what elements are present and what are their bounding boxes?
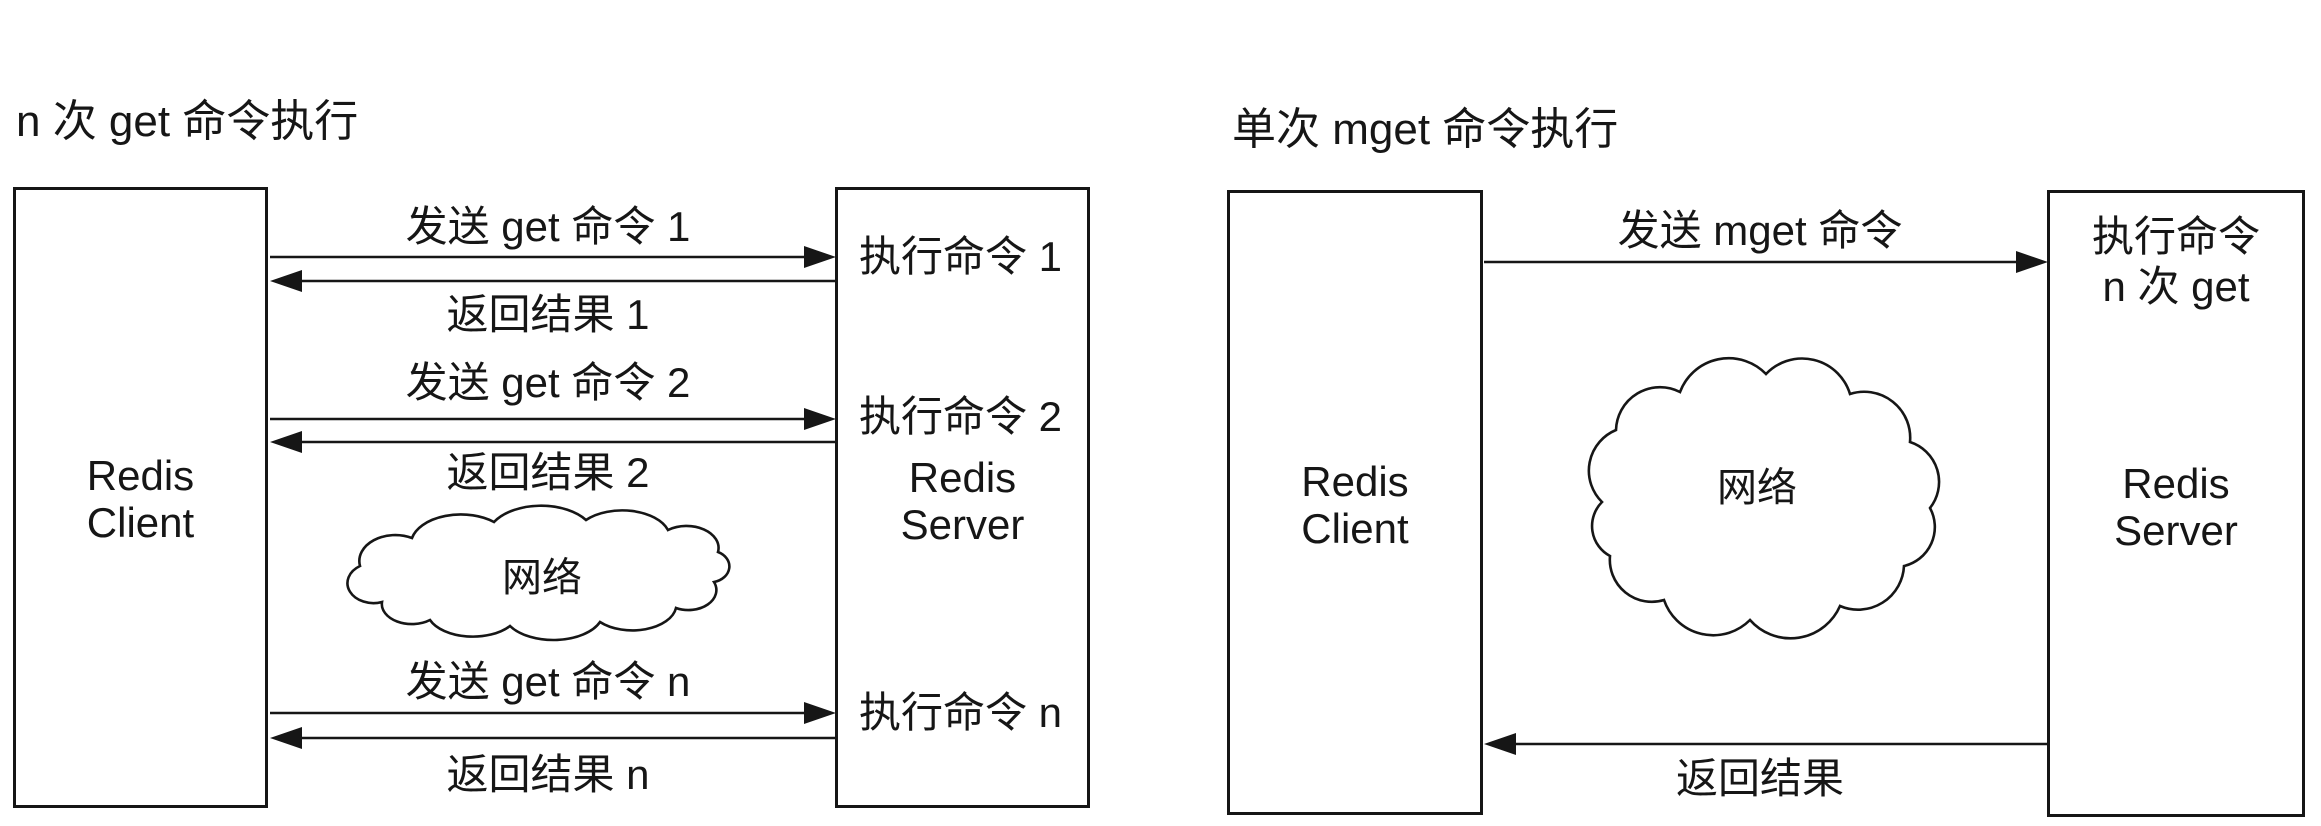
right-client-label: Redis Client <box>1301 458 1409 552</box>
arrowhead-right-icon <box>2016 251 2048 273</box>
right-diagram-title: 单次 mget 命令执行 <box>1232 105 1619 154</box>
arrowhead-right-icon <box>804 408 836 430</box>
arrowhead-left-icon <box>270 431 302 453</box>
left-server-step-1: 执行命令 1 <box>859 233 1063 280</box>
left-return-label-1: 返回结果 1 <box>446 291 650 338</box>
left-send-label-2: 发送 get 命令 2 <box>405 359 691 406</box>
return-arrow-n <box>270 727 836 749</box>
left-send-label-1: 发送 get 命令 1 <box>405 203 691 250</box>
right-send-label: 发送 mget 命令 <box>1617 207 1903 254</box>
send-arrow-2 <box>270 408 836 430</box>
left-send-label-n: 发送 get 命令 n <box>405 658 691 705</box>
right-client-box <box>1227 190 1483 815</box>
arrowhead-left-icon <box>1484 733 1516 755</box>
left-return-label-n: 返回结果 n <box>446 751 650 798</box>
left-server-box <box>835 187 1090 808</box>
right-network-label: 网络 <box>1717 466 1797 510</box>
arrowhead-left-icon <box>270 727 302 749</box>
left-server-step-2: 执行命令 2 <box>859 393 1063 440</box>
send-arrow-n <box>270 702 836 724</box>
right-server-step: 执行命令 n 次 get <box>2091 213 2260 310</box>
return-result-arrow <box>1484 733 2048 755</box>
left-client-box <box>13 187 268 808</box>
left-network-label: 网络 <box>502 556 582 600</box>
right-return-label: 返回结果 <box>1675 755 1844 802</box>
left-client-label: Redis Client <box>86 452 195 546</box>
arrowhead-right-icon <box>804 702 836 724</box>
arrowhead-right-icon <box>804 246 836 268</box>
left-diagram-title: n 次 get 命令执行 <box>16 97 359 146</box>
return-arrow-1 <box>270 270 836 292</box>
right-server-label: Redis Server <box>2114 460 2238 554</box>
left-return-label-2: 返回结果 2 <box>446 449 650 496</box>
left-server-step-n: 执行命令 n <box>859 689 1063 736</box>
arrowhead-left-icon <box>270 270 302 292</box>
send-mget-arrow <box>1484 251 2048 273</box>
left-server-label: Redis Server <box>900 454 1025 548</box>
right-server-box <box>2047 190 2305 817</box>
